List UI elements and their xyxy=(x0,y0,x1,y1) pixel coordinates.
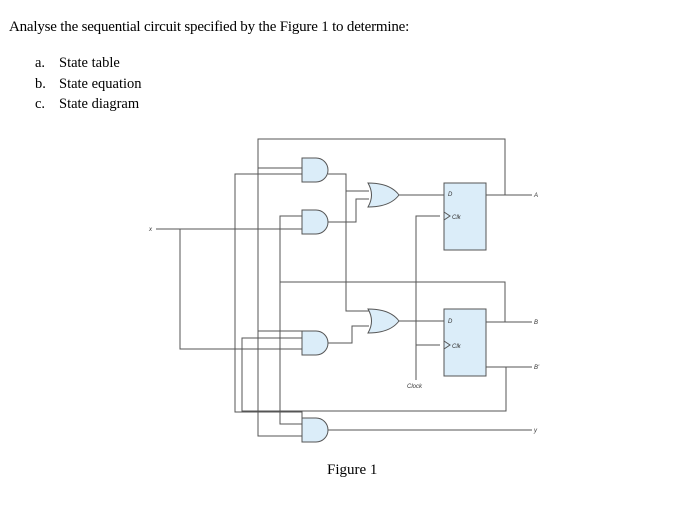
task-item-text: State equation xyxy=(59,75,142,92)
or-gate-1 xyxy=(367,182,400,208)
task-item-state-equation: b. State equation xyxy=(35,74,142,95)
question-text: Analyse the sequential circuit specified… xyxy=(9,19,410,35)
output-b-label: B xyxy=(534,320,538,326)
ff-top-clk-label: Clk xyxy=(452,215,462,221)
ff-top-d-label: D xyxy=(448,192,453,198)
output-y-label: y xyxy=(533,428,538,434)
and2-to-or1 xyxy=(328,198,369,223)
output-a-label: A xyxy=(533,193,538,199)
feedback-bbar-wire xyxy=(241,337,507,412)
ff-bottom-clock-triangle xyxy=(443,340,451,350)
b-to-and4 xyxy=(279,282,302,425)
clock-wire xyxy=(415,215,440,380)
wires xyxy=(156,138,532,437)
and1-to-or1 xyxy=(328,173,369,192)
and1-to-or2 xyxy=(345,191,369,312)
and-gate-1 xyxy=(301,157,329,183)
task-item-text: State table xyxy=(59,55,120,71)
task-item-label: b. xyxy=(35,75,46,92)
and-gate-4 xyxy=(301,417,329,443)
task-item-text: State diagram xyxy=(59,96,140,112)
task-item-label: a. xyxy=(35,55,46,71)
task-item-state-table: a. State table xyxy=(35,53,142,74)
d-flip-flop-top xyxy=(443,182,487,251)
or-gate-2 xyxy=(367,308,400,334)
figure-caption: Figure 1 xyxy=(327,462,378,478)
x-bus-down xyxy=(234,229,303,431)
and3-to-or2 xyxy=(328,325,369,344)
feedback-a-wire xyxy=(257,138,506,437)
task-list: a. State table b. State equation c. State d… xyxy=(35,53,142,115)
output-bbar-label: B' xyxy=(534,365,540,371)
ff-top-clock-triangle xyxy=(443,211,451,221)
task-item-label: c. xyxy=(35,96,46,112)
ff-bottom-clk-label: Clk xyxy=(452,344,462,350)
clock-label: Clock xyxy=(407,384,423,390)
task-item-state-diagram: c. State diagram xyxy=(35,94,142,115)
x-bus-left xyxy=(234,173,302,229)
feedback-b-wire xyxy=(279,215,506,323)
d-flip-flop-bottom xyxy=(443,308,487,377)
ff-bottom-d-label: D xyxy=(448,319,453,325)
and-gate-3 xyxy=(301,330,329,356)
input-x-label: x xyxy=(148,227,153,233)
and-gate-2 xyxy=(301,209,329,235)
input-x-to-and3 xyxy=(179,229,304,350)
